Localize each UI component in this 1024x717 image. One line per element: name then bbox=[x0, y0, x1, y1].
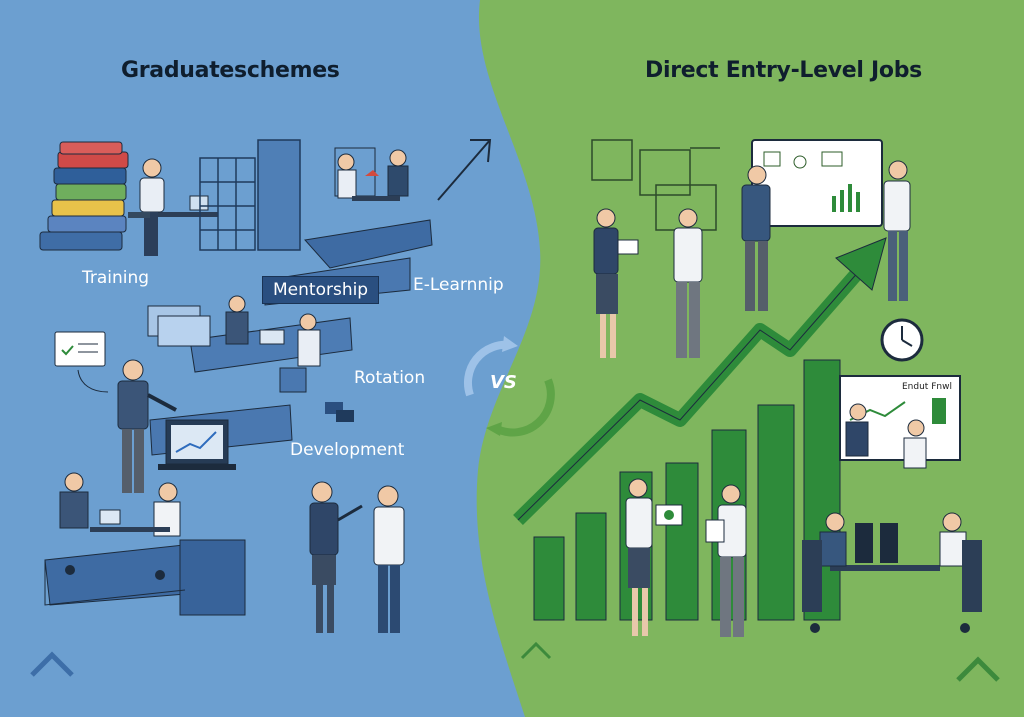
board-text: Endut Fnwl bbox=[902, 382, 952, 392]
office-building-outline bbox=[199, 139, 301, 251]
coworkers-bottom-desk bbox=[59, 472, 181, 580]
notes-cards-icon bbox=[147, 305, 211, 347]
whiteboard-presenters bbox=[741, 160, 911, 311]
development-pair bbox=[309, 481, 405, 633]
meeting-board bbox=[839, 375, 961, 469]
right-title: Direct Entry-Level Jobs bbox=[645, 58, 922, 83]
whiteboard-chart bbox=[751, 139, 883, 227]
label-rotation: Rotation bbox=[354, 368, 426, 388]
left-title: Graduateschemes bbox=[121, 58, 340, 83]
presenter-in-suit bbox=[117, 359, 177, 493]
vs-cycle-icon bbox=[464, 336, 555, 437]
checklist-card-icon bbox=[54, 331, 106, 367]
label-training: Training bbox=[82, 268, 150, 288]
workers-at-desks bbox=[225, 295, 321, 393]
arrow-outline-icon bbox=[437, 139, 492, 201]
label-mentorship: Mentorship bbox=[262, 276, 380, 304]
clock-icon bbox=[880, 318, 924, 362]
chevron-up-right-icon bbox=[956, 656, 1000, 682]
laptop-chart-icon bbox=[158, 419, 236, 470]
book-stack-icon bbox=[39, 141, 129, 251]
trend-arrow-icon bbox=[513, 237, 887, 525]
label-development: Development bbox=[290, 440, 405, 460]
mentorship-pair bbox=[334, 147, 409, 201]
connector-line bbox=[77, 369, 109, 393]
chevron-up-small-icon bbox=[520, 641, 552, 660]
colleagues-with-tablets bbox=[625, 478, 747, 637]
trainee-at-desk bbox=[128, 158, 218, 256]
colleagues-discussing bbox=[593, 208, 703, 358]
speech-bubble-icon bbox=[325, 402, 354, 422]
coworkers-at-computers bbox=[802, 512, 982, 633]
vs-label: VS bbox=[490, 372, 517, 393]
label-elearning: E-Learnnip bbox=[413, 275, 504, 295]
chevron-up-icon bbox=[30, 651, 74, 677]
